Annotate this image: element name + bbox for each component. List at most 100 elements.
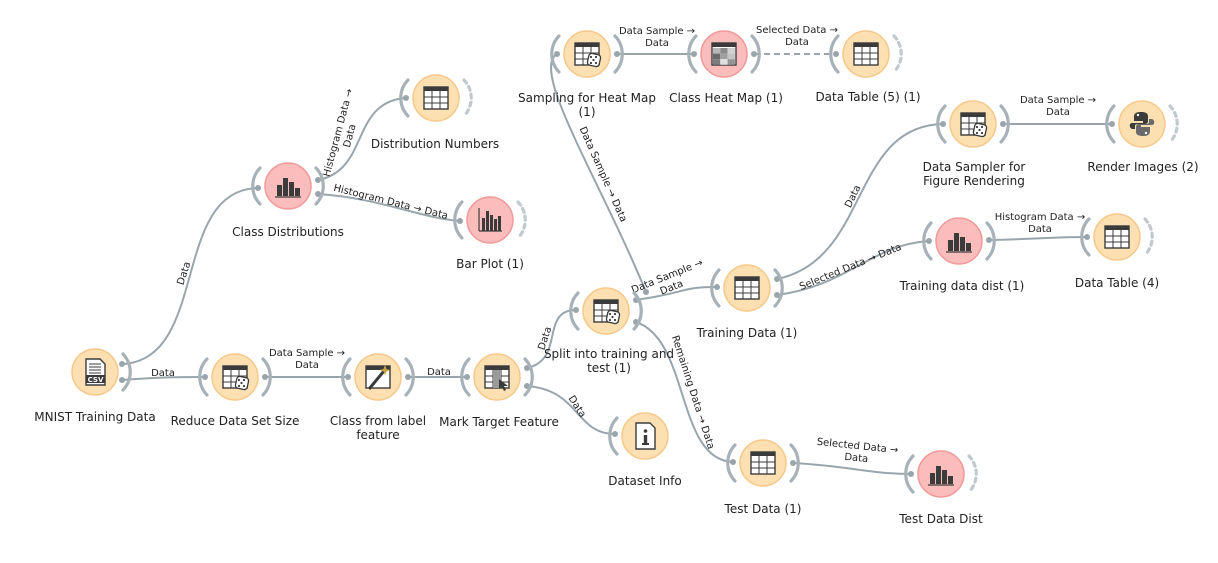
input-channel-arc[interactable] (608, 416, 619, 456)
input-channel-arc[interactable] (399, 78, 410, 118)
output-channel-arc[interactable] (261, 357, 272, 397)
input-channel-arc[interactable] (460, 357, 471, 397)
input-channel-arc[interactable] (198, 357, 209, 397)
link-label-split-samplingheat: Data Sample → Data (577, 125, 629, 224)
output-channel-arc[interactable] (892, 34, 903, 74)
node-label: Test Data (1) (724, 502, 802, 516)
link-trainingdist-datatable4[interactable] (988, 236, 1088, 241)
input-channel-arc[interactable] (710, 268, 721, 308)
output-channel-arc[interactable] (773, 268, 784, 308)
node-reduce[interactable] (198, 353, 272, 401)
node-label: Data Table (4) (1075, 276, 1159, 290)
output-channel-arc[interactable] (999, 104, 1010, 144)
node-testdist[interactable] (904, 450, 978, 498)
link-label-text: Data (785, 37, 809, 48)
link-label-classlabel-marktarget: Data (427, 367, 451, 378)
link-classdist-distnumbers[interactable] (317, 97, 407, 181)
input-channel-arc[interactable] (453, 200, 464, 240)
data-table-icon (853, 42, 879, 66)
output-channel-arc[interactable] (1143, 217, 1154, 257)
output-channel-arc[interactable] (967, 454, 978, 494)
link-testdata-testdist[interactable] (792, 462, 912, 475)
node-samplingheat[interactable] (550, 30, 624, 78)
input-channel-arc[interactable] (936, 104, 947, 144)
link-marktarget-split[interactable] (526, 309, 577, 369)
link-label-classheat-datatable5: Selected Data →Data (756, 25, 838, 48)
output-channel-arc[interactable] (462, 78, 473, 118)
link-anchor-in (833, 51, 839, 57)
node-datatable4[interactable] (1080, 213, 1154, 261)
output-channel-arc[interactable] (985, 221, 996, 261)
node-split[interactable] (569, 287, 643, 335)
link-anchor-out (315, 177, 321, 183)
node-classdist[interactable] (251, 162, 325, 210)
input-channel-arc[interactable] (550, 34, 561, 74)
node-datasampler[interactable] (936, 100, 1010, 148)
link-trainingdata-datasampler[interactable] (776, 123, 944, 280)
output-channel-arc[interactable] (750, 34, 761, 74)
node-label: Figure Rendering (923, 174, 1025, 188)
output-channel-arc[interactable] (632, 291, 643, 331)
input-channel-arc[interactable] (687, 34, 698, 74)
info-icon (635, 422, 656, 450)
output-channel-arc[interactable] (789, 443, 800, 483)
link-label-reduce-classlabel: Data Sample →Data (269, 348, 345, 371)
link-trainingdata-trainingdist[interactable] (776, 240, 930, 296)
output-channel-arc[interactable] (613, 34, 624, 74)
link-anchor-out (405, 374, 411, 380)
node-label: Sampling for Heat Map (518, 91, 656, 105)
output-channel-arc[interactable] (404, 357, 415, 397)
input-channel-arc[interactable] (569, 291, 580, 331)
output-channel-arc[interactable] (523, 357, 534, 397)
link-split-samplingheat[interactable] (550, 53, 647, 293)
output-channel-arc[interactable] (516, 200, 527, 240)
link-anchor-in (926, 238, 932, 244)
node-renderimages[interactable] (1105, 100, 1179, 148)
input-channel-arc[interactable] (904, 454, 915, 494)
links-layer (119, 51, 1115, 477)
node-label: Distribution Numbers (371, 137, 499, 151)
input-channel-arc[interactable] (922, 221, 933, 261)
input-channel-arc[interactable] (1105, 104, 1116, 144)
node-marktarget[interactable] (460, 353, 534, 401)
output-channel-arc[interactable] (1168, 104, 1179, 144)
node-label: MNIST Training Data (34, 410, 155, 424)
node-mnist[interactable]: CSV (71, 348, 132, 396)
input-channel-arc[interactable] (341, 357, 352, 397)
node-classlabel[interactable] (341, 353, 415, 401)
node-classheat[interactable] (687, 30, 761, 78)
input-channel-arc[interactable] (251, 166, 262, 206)
link-anchor-out (262, 374, 268, 380)
link-classdist-barplot[interactable] (317, 193, 461, 222)
node-barplot[interactable] (453, 196, 527, 244)
link-anchor-in (345, 374, 351, 380)
link-anchor-in (457, 218, 463, 224)
link-marktarget-datasetinfo[interactable] (526, 385, 616, 435)
node-trainingdata[interactable] (710, 264, 784, 312)
link-mnist-reduce[interactable] (121, 376, 206, 381)
link-label-classdist-barplot: Histogram Data → Data (332, 183, 449, 222)
link-mnist-classdist[interactable] (121, 187, 259, 365)
link-anchor-out (1000, 121, 1006, 127)
link-anchor-in (612, 431, 618, 437)
input-channel-arc[interactable] (829, 34, 840, 74)
link-label-text: Data Sample → (1020, 95, 1096, 106)
link-label-text: Data (844, 452, 869, 465)
node-trainingdist[interactable] (922, 217, 996, 265)
link-split-trainingdata[interactable] (635, 286, 718, 301)
input-channel-arc[interactable] (1080, 217, 1091, 257)
link-label-datasampler-renderimages: Data Sample →Data (1020, 95, 1096, 118)
node-distnumbers[interactable] (399, 74, 473, 122)
link-split-testdata[interactable] (635, 321, 734, 463)
input-channel-arc[interactable] (726, 443, 737, 483)
output-channel-arc[interactable] (121, 352, 132, 392)
node-datasetinfo[interactable] (608, 412, 669, 460)
node-testdata[interactable] (726, 439, 800, 487)
link-label-text: Selected Data → Data (798, 242, 903, 293)
node-datatable5[interactable] (829, 30, 903, 78)
link-anchor-in (554, 51, 560, 57)
node-label: Mark Target Feature (439, 415, 559, 429)
output-channel-arc[interactable] (314, 166, 325, 206)
